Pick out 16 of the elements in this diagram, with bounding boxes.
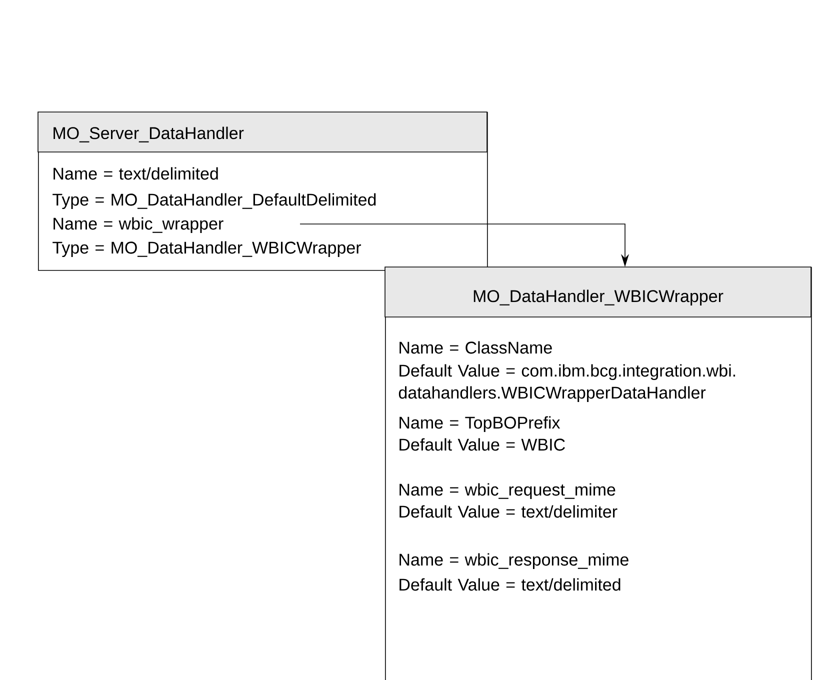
header-text: MO_Server_DataHandler: [54, 126, 244, 142]
property-text: Name = wbic_request_mime: [400, 483, 616, 500]
property-text: Name = TopBOPrefix: [400, 416, 560, 432]
property-text: Name = ClassName: [400, 341, 552, 354]
property-text: Type = MO_DataHandler_DefaultDelimited: [52, 193, 376, 210]
property-text: Type = MO_DataHandler_WBICWrapper: [52, 241, 362, 258]
property-text: Default Value = com.ibm.bcg.integration.wbi. datahandlers.WBICWrapperDataHandler: [398, 364, 736, 402]
property-text: Default Value = WBIC: [400, 438, 565, 451]
header-text: MO_DataHandler_WBICWrapper: [474, 290, 724, 306]
property-text: Name = wbic_response_mime: [400, 553, 628, 570]
property-text: Name = wbic_wrapper: [54, 217, 224, 234]
class-box: [384, 266, 812, 680]
property-text: Default Value = text/delimited: [400, 578, 620, 591]
property-text: Name = text/delimited: [54, 167, 218, 180]
class-box: [38, 112, 488, 271]
property-text: Default Value = text/delimiter: [400, 505, 618, 518]
